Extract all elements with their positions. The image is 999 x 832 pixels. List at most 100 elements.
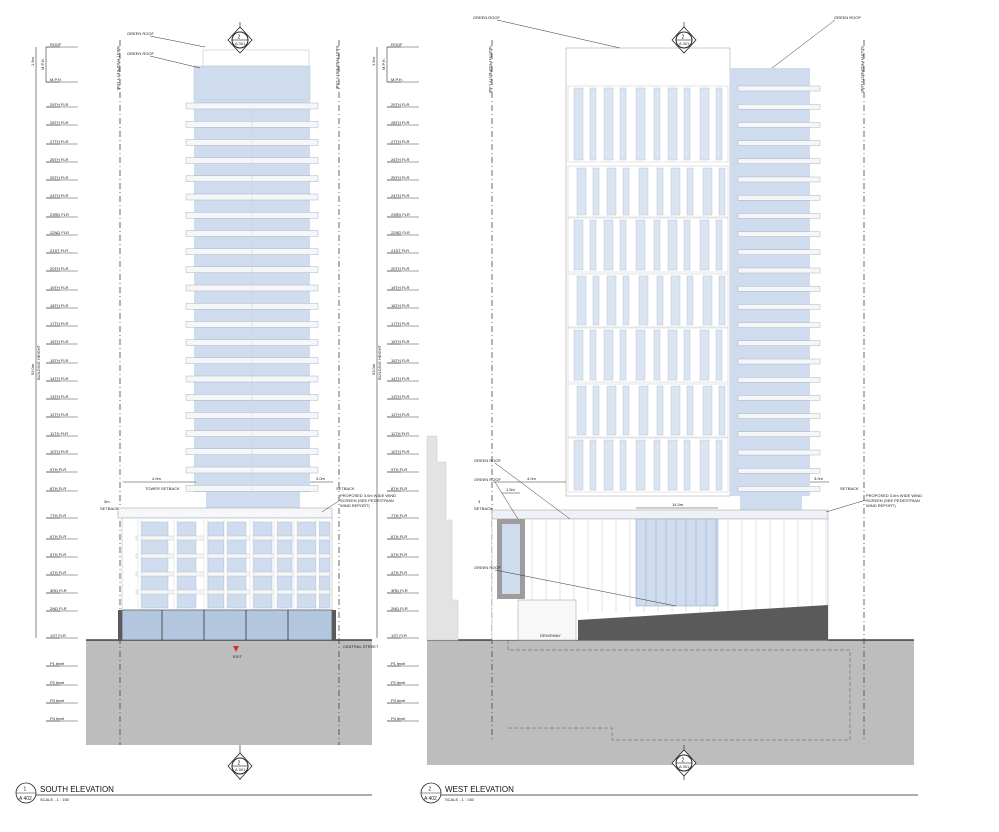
west-level-label: 5TH FLR [391, 552, 407, 557]
west-tower-window [592, 167, 600, 216]
west-balcony-slab [737, 322, 821, 328]
south-podium-slab [135, 571, 331, 577]
south-podium-window [317, 521, 331, 609]
west-balcony-slab [737, 158, 821, 165]
west-tower-window [576, 167, 587, 216]
south-level-label: 26TH FLR [50, 157, 69, 162]
west-balcony-slab [737, 267, 821, 274]
west-level-label: 13TH FLR [391, 394, 410, 399]
south-podium-fin [249, 517, 254, 611]
south-balcony-slab [185, 102, 319, 110]
west-total-height: 93.0m [371, 363, 376, 375]
west-level-label: 23RD FLR [391, 212, 410, 217]
south-level-label: ROOF [50, 42, 62, 47]
west-section-top-number: 2 [682, 35, 685, 41]
south-level-label: 1ST FLR [50, 633, 66, 638]
south-level-label: 23RD FLR [50, 212, 69, 217]
west-tower-window [653, 439, 661, 491]
south-level-label: 24TH FLR [50, 193, 69, 198]
west-tower-window [603, 87, 614, 161]
south-exit-label: EXIT [233, 654, 242, 659]
south-podium-fin [273, 517, 278, 611]
west-level-label: 16TH FLR [391, 339, 410, 344]
west-tower-window [622, 167, 630, 216]
west-balcony-slab [737, 194, 821, 201]
west-balcony-slab [737, 449, 821, 456]
west-tower-window-block [567, 273, 729, 328]
west-tower-window [702, 167, 713, 216]
south-screen-leader [321, 499, 341, 513]
west-section-marker-top: 2 A 301 [671, 22, 697, 54]
south-setback-left-note: TOWER SETBACK [145, 486, 180, 491]
west-balcony-slab [737, 486, 821, 492]
west-drawing-sheet: A 402 [424, 796, 437, 802]
west-level-label: 7TH FLR [391, 513, 407, 518]
west-green-roof-top-left: GREEN ROOF [473, 15, 500, 20]
south-level-label: 2ND FLR [50, 606, 67, 611]
west-adjacent-building [426, 435, 459, 641]
west-tower-window [635, 439, 646, 491]
south-level-label: P4 level [50, 716, 64, 721]
west-tower-window-block [567, 383, 729, 438]
west-tower-right-glazing [730, 68, 810, 496]
south-level-label: 29TH FLR [50, 102, 69, 107]
west-tower-base-glazing [740, 496, 802, 510]
south-mph-dimension: M.P.H. [40, 58, 45, 70]
south-level-label: 27TH FLR [50, 139, 69, 144]
west-small-dimension: 1.5m [371, 56, 376, 66]
south-level-label: 25TH FLR [50, 175, 69, 180]
west-balcony-slab [737, 304, 821, 310]
south-podium-fin [173, 517, 178, 611]
west-tower-window [667, 87, 678, 161]
west-tower-window [683, 439, 691, 491]
south-tower-base-glazing [206, 492, 300, 508]
south-west-property-line-label: WEST PROPERTY LINE [116, 46, 121, 91]
west-level-label: P1 level [391, 661, 405, 666]
west-tower-window [592, 385, 600, 436]
west-balcony-slab [737, 103, 821, 110]
south-green-roof-leader-1 [149, 35, 206, 48]
west-green-roof-mid-2: GREEN ROOF [474, 477, 501, 482]
west-level-label: P3 level [391, 698, 405, 703]
south-section-bottom-number: 2 [238, 761, 241, 767]
west-tower-window [683, 329, 691, 381]
west-tower-window [619, 329, 627, 381]
south-podium-fin [293, 517, 298, 611]
south-section-marker-top: 2 A 301 [227, 22, 253, 54]
south-green-roof-leader-2 [149, 55, 201, 69]
west-tower-window [667, 219, 678, 271]
south-podium-window [275, 521, 293, 609]
west-balcony-slab [737, 413, 821, 419]
west-green-roof-top-right: GREEN ROOF [834, 15, 861, 20]
west-step-note: SETBACK [474, 506, 493, 511]
west-balcony-slab [737, 140, 821, 146]
west-balcony-slab [737, 395, 821, 401]
west-level-label: 14TH FLR [391, 376, 410, 381]
south-level-label: 18TH FLR [50, 303, 69, 308]
west-tower-window [715, 219, 723, 271]
south-base-band-left [118, 610, 122, 640]
west-tower-window [638, 167, 649, 216]
west-green-roof-leader-mid-1 [494, 462, 571, 520]
south-podium-parapet [117, 507, 333, 519]
west-balcony-slab [737, 431, 821, 437]
west-level-label: 20TH FLR [391, 266, 410, 271]
west-below-grade-outline [507, 640, 851, 741]
south-street-label: CENTRAL STREET [343, 644, 379, 649]
south-level-label: 16TH FLR [50, 339, 69, 344]
west-tower-window [603, 439, 614, 491]
west-drawing-title: 2 A 402 WEST ELEVATION SCALE - 1 : 150 [420, 782, 918, 804]
west-tower-window [670, 385, 681, 436]
west-tower-window [699, 87, 710, 161]
west-tower-window [718, 167, 726, 216]
south-total-height: 93.0m [30, 363, 35, 375]
west-tower-window [576, 385, 587, 436]
west-level-label: 12TH FLR [391, 412, 410, 417]
south-penthouse-glazing [193, 65, 311, 101]
south-level-label: 28TH FLR [50, 120, 69, 125]
south-level-label: 22ND FLR [50, 230, 69, 235]
west-section-bottom-sheet: A 301 [679, 764, 690, 769]
south-level-label: P1 level [50, 661, 64, 666]
